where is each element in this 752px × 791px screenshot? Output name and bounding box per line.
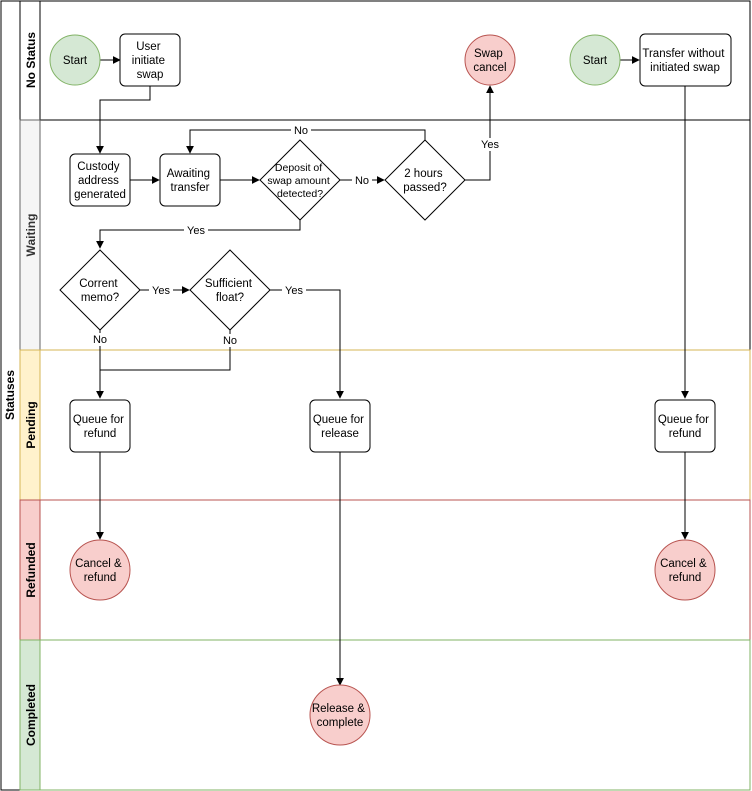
svg-text:Corrent memo?: Corrent memo? (79, 278, 121, 304)
node-line: 2 hours (404, 168, 443, 180)
edge-label-deposit-yes: Yes (187, 225, 205, 237)
svg-text:User initiate: User initiate swap (132, 41, 168, 81)
node-line: initiate (132, 55, 165, 67)
node-line: Custody (77, 161, 119, 173)
node-line: refund (669, 572, 702, 584)
cancel-and-refund-node-transfer[interactable]: Cancel & refund (654, 539, 716, 601)
edge-label-float-no: No (223, 335, 237, 347)
release-and-complete-node[interactable]: Release & complete (309, 684, 371, 746)
node-line: Cancel & (75, 558, 122, 570)
node-line: swap amount (267, 175, 330, 187)
start-node-transfer[interactable]: Start (569, 34, 621, 86)
lane-title-completed: Completed (24, 684, 38, 746)
node-line: Awaiting (167, 168, 210, 180)
edge-two-hours-to-swap-cancel (465, 85, 494, 181)
svg-text:Transfer without initi: Transfer without initiated swap (642, 48, 727, 74)
svg-text:Deposit of swap amount: Deposit of swap amount detected? (267, 162, 332, 200)
svg-text:Swap cancel: Swap cancel (473, 48, 506, 74)
lane-waiting: Waiting (19, 119, 751, 351)
svg-text:Queue for refund: Queue for refund (73, 414, 127, 440)
awaiting-transfer-node[interactable]: Awaiting transfer (159, 153, 221, 207)
svg-text:2 hours passed?: 2 hours passed? (403, 168, 446, 194)
edge-label-two-hours-yes: Yes (481, 139, 499, 151)
node-line: transfer (171, 182, 210, 194)
node-line: address (78, 175, 119, 187)
sufficient-float-decision[interactable]: Sufficient float? (189, 249, 271, 331)
node-line: Queue for (73, 414, 124, 426)
correct-memo-decision[interactable]: Corrent memo? (59, 249, 141, 331)
svg-text:Custody address: Custody address generated (74, 161, 126, 201)
node-line: complete (317, 717, 364, 729)
edge-label-memo-no: No (93, 334, 107, 346)
node-line: refund (84, 572, 117, 584)
edge-label-float-yes: Yes (285, 285, 303, 297)
svg-text:Queue for release: Queue for release (313, 414, 367, 440)
node-line: refund (669, 428, 702, 440)
lane-title-pending: Pending (24, 401, 38, 448)
svg-text:Queue for refund: Queue for refund (658, 414, 712, 440)
queue-for-refund-node-transfer[interactable]: Queue for refund (654, 399, 716, 453)
nodes: Start User initiate swap Swap cancel Sta… (49, 33, 732, 746)
pool-title: Statuses (3, 370, 17, 420)
svg-text:Sufficient float?: Sufficient float? (205, 278, 255, 304)
svg-text:Release & complete: Release & complete (312, 703, 368, 729)
node-line: Queue for (658, 414, 709, 426)
node-line: swap (137, 69, 164, 81)
edge-user-to-custody (96, 86, 151, 154)
node-line: Transfer without (642, 48, 725, 60)
node-line: Start (63, 55, 88, 67)
swap-cancel-node[interactable]: Swap cancel (464, 34, 516, 86)
lane-title-waiting: Waiting (24, 214, 38, 257)
lane-title-refunded: Refunded (24, 542, 38, 597)
deposit-detected-decision[interactable]: Deposit of swap amount detected? (259, 139, 341, 221)
node-line: Release & (312, 703, 365, 715)
edge-label-memo-yes: Yes (152, 285, 170, 297)
custody-address-node[interactable]: Custody address generated (69, 153, 131, 207)
lane-pending: Pending (19, 349, 751, 501)
node-line: float? (216, 292, 244, 304)
node-line: Start (583, 55, 608, 67)
svg-text:Start: Start (583, 55, 608, 67)
node-line: detected? (277, 188, 323, 200)
node-line: Deposit of (275, 162, 322, 174)
edge-label-no-loop: No (294, 125, 308, 137)
lane-title-no-status: No Status (24, 32, 38, 88)
transfer-without-swap-node[interactable]: Transfer without initiated swap (639, 33, 732, 87)
user-initiate-swap-node[interactable]: User initiate swap (119, 33, 181, 87)
node-line: refund (84, 428, 117, 440)
node-line: User (136, 41, 160, 53)
two-hours-decision[interactable]: 2 hours passed? (384, 139, 466, 221)
node-line: passed? (403, 182, 446, 194)
node-line: memo? (81, 292, 119, 304)
node-line: Sufficient (205, 278, 253, 290)
node-line: Queue for (313, 414, 364, 426)
node-line: Corrent (79, 278, 118, 290)
node-line: cancel (473, 62, 506, 74)
lane-completed: Completed (19, 639, 751, 791)
queue-for-release-node[interactable]: Queue for release (309, 399, 371, 453)
start-node[interactable]: Start (49, 34, 101, 86)
queue-for-refund-node[interactable]: Queue for refund (69, 399, 131, 453)
node-line: initiated swap (650, 62, 720, 74)
cancel-and-refund-node[interactable]: Cancel & refund (69, 539, 131, 601)
node-line: release (321, 428, 359, 440)
node-line: Cancel & (660, 558, 707, 570)
lane-refunded: Refunded (19, 499, 751, 641)
svg-text:Start: Start (63, 55, 88, 67)
svg-text:Awaiting transfer: Awaiting transfer (167, 168, 213, 194)
svg-text:Cancel & refund: Cancel & refund (75, 558, 125, 584)
edge-labels: No No Yes Yes Yes No Yes No (90, 123, 501, 347)
node-line: Swap (474, 48, 503, 60)
node-line: generated (74, 189, 126, 201)
svg-text:Cancel & refund: Cancel & refund (660, 558, 710, 584)
edge-label-deposit-no: No (355, 175, 369, 187)
